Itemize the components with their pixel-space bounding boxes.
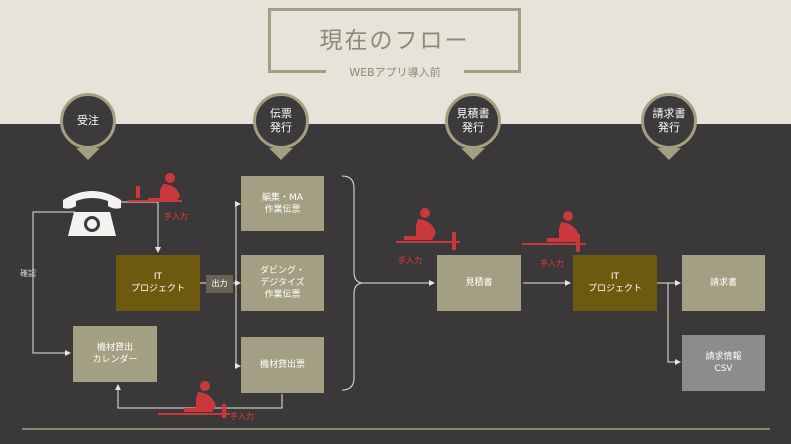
manual-input-label: 手入力: [164, 212, 188, 221]
output-label: 出力: [206, 275, 233, 293]
manual-input-label: 手入力: [540, 259, 564, 268]
stage-order: 受注: [60, 93, 116, 149]
stage-slip: 伝票 発行: [253, 93, 309, 149]
it-project-box-2: IT プロジェクト: [573, 255, 657, 311]
equipment-slip-box: 機材貸出票: [241, 337, 324, 393]
page-subtitle: WEBアプリ導入前: [326, 64, 464, 82]
edit-ma-slip-box: 編集・MA 作業伝票: [241, 176, 324, 231]
stage-invoice-pointer: [657, 148, 681, 160]
manual-input-label: 手入力: [230, 412, 254, 421]
dubbing-slip-box: ダビング・ デジタイズ 作業伝票: [241, 255, 324, 311]
invoice-csv-box: 請求情報 CSV: [682, 335, 765, 391]
estimate-box: 見積書: [437, 255, 521, 311]
manual-input-label: 手入力: [398, 256, 422, 265]
stage-estimate: 見積書 発行: [445, 93, 501, 149]
invoice-box: 請求書: [682, 255, 765, 311]
stage-estimate-pointer: [461, 148, 485, 160]
stage-order-pointer: [76, 148, 100, 160]
stage-slip-pointer: [269, 148, 293, 160]
it-project-box: IT プロジェクト: [116, 255, 200, 311]
stage-invoice: 請求書 発行: [641, 93, 697, 149]
page-title: 現在のフロー: [319, 28, 470, 54]
confirm-label: 確認: [20, 269, 36, 278]
equipment-calendar-box: 機材貸出 カレンダー: [73, 326, 157, 382]
